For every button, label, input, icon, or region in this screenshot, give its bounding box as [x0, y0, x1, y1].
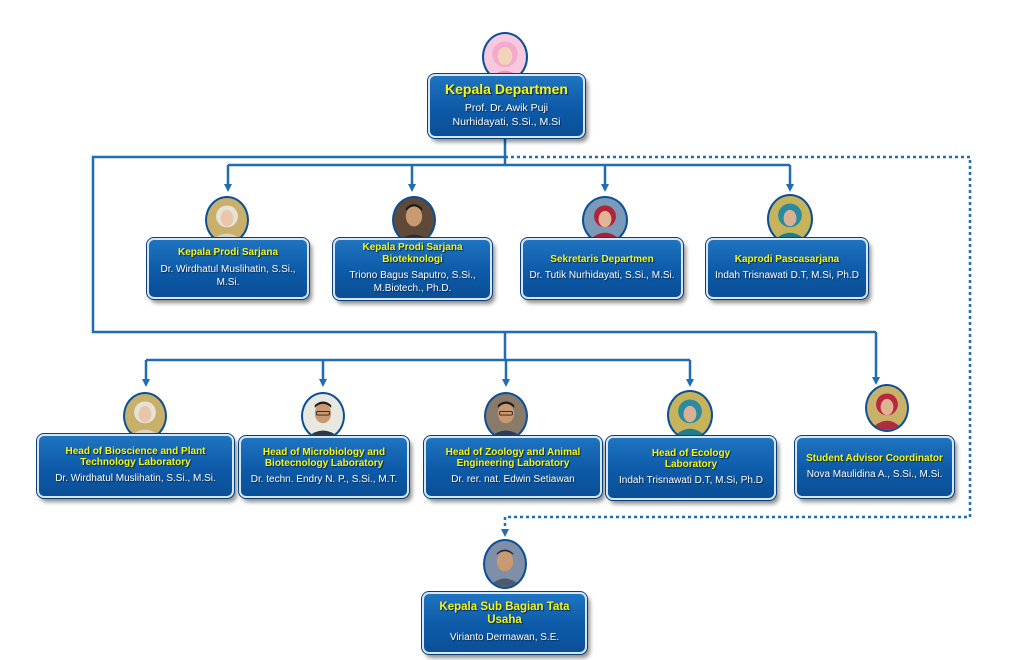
role-title: Sekretaris Departmen: [550, 254, 654, 266]
org-box: Sekretaris Departmen Dr. Tutik Nurhidaya…: [520, 237, 684, 300]
avatar: [483, 539, 527, 589]
role-title: Head of Microbiology and Biotecnology La…: [262, 447, 386, 470]
person-name: Dr. rer. nat. Edwin Setiawan: [451, 474, 575, 486]
avatar: [582, 196, 628, 244]
org-box: Kepala Prodi Sarjana Bioteknologi Triono…: [332, 237, 493, 301]
avatar: [205, 196, 249, 244]
org-box: Kepala Prodi Sarjana Dr. Wirdhatul Musli…: [146, 237, 310, 300]
org-box: Kaprodi Pascasarjana Indah Trisnawati D.…: [705, 237, 869, 300]
role-title: Kepala Departmen: [445, 81, 568, 98]
role-title: Kepala Prodi Sarjana: [177, 247, 279, 259]
person-name: Indah Trisnawati D.T, M.Si, Ph.D: [619, 475, 763, 487]
org-box: Head of Zoology and Animal Engineering L…: [423, 435, 603, 499]
org-box: Head of Ecology Laboratory Indah Trisnaw…: [605, 435, 777, 501]
person-name: Virianto Dermawan, S.E.: [449, 632, 560, 644]
avatar: [865, 384, 909, 432]
org-box: Student Advisor Coordinator Nova Maulidi…: [794, 435, 955, 499]
org-box-head: Kepala Departmen Prof. Dr. Awik Puji Nur…: [427, 73, 586, 139]
person-name: Dr. Wirdhatul Muslihatin, S.Si., M.Si.: [55, 473, 216, 485]
person-name: Indah Trisnawati D.T, M.Si, Ph.D: [715, 270, 859, 282]
avatar: [767, 194, 813, 244]
avatar: [301, 392, 345, 440]
org-box: Head of Bioscience and Plant Technology …: [36, 433, 235, 499]
role-title: Kaprodi Pascasarjana: [734, 254, 840, 266]
avatar: [392, 196, 436, 244]
role-title: Kepala Prodi Sarjana Bioteknologi: [362, 242, 463, 265]
connector-line: [91, 155, 505, 334]
person-name: Dr. Wirdhatul Muslihatin, S.Si., M.Si.: [160, 263, 296, 289]
role-title: Student Advisor Coordinator: [806, 452, 943, 464]
avatar: [123, 392, 167, 440]
role-title: Head of Bioscience and Plant Technology …: [65, 446, 206, 469]
role-title: Kepala Sub Bagian Tata Usaha: [439, 601, 570, 627]
person-name: Nova Maulidina A., S.Si., M.Si.: [806, 468, 943, 480]
org-box-admin: Kepala Sub Bagian Tata Usaha Virianto De…: [421, 591, 588, 655]
person-name: Dr. Tutik Nurhidayati, S.Si., M.Si.: [529, 270, 675, 282]
person-name: Triono Bagus Saputro, S.Si., M.Biotech.,…: [349, 269, 476, 295]
org-box: Head of Microbiology and Biotecnology La…: [238, 435, 410, 499]
role-title: Head of Ecology Laboratory: [651, 448, 731, 471]
avatar: [667, 390, 713, 440]
dotted-connector: [501, 155, 972, 537]
person-name: Prof. Dr. Awik Puji Nurhidayati, S.Si., …: [452, 102, 561, 129]
avatar: [484, 392, 528, 440]
role-title: Head of Zoology and Animal Engineering L…: [445, 447, 581, 470]
person-name: Dr. techn. Endry N. P., S.Si., M.T.: [250, 474, 398, 486]
